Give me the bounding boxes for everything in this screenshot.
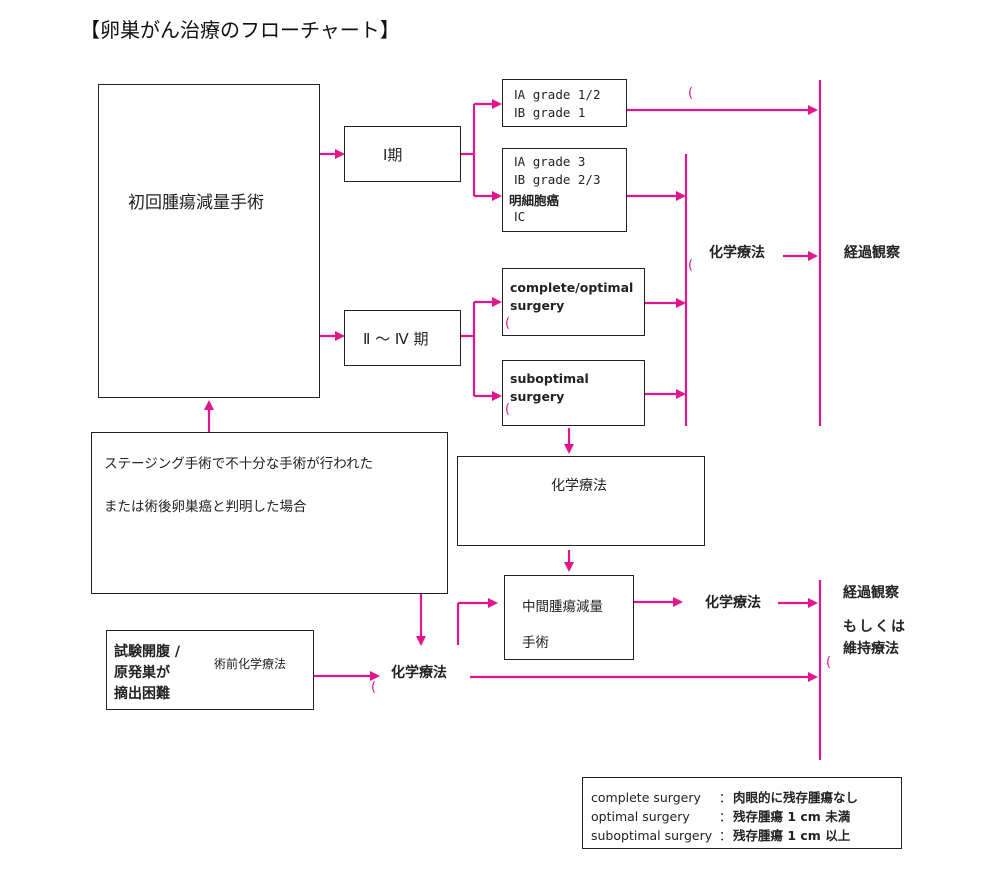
stage1-high-line2: ⅠB grade 2/3 <box>514 172 601 187</box>
suboptimal-line2: surgery <box>510 389 565 404</box>
legend-row: complete surgery ：肉眼的に残存腫瘍なし <box>591 787 858 806</box>
interval-surgery-line2: 手術 <box>522 635 549 651</box>
chemo-box-middle-label: 化学療法 <box>551 478 607 494</box>
stage2-4-box: Ⅱ ～ Ⅳ 期 <box>344 310 461 366</box>
laparotomy-line3: 摘出困難 <box>114 686 170 702</box>
chemo-box-middle: 化学療法 <box>457 456 705 546</box>
laparotomy-line1: 試験開腹 / <box>114 644 180 660</box>
suboptimal-line1: suboptimal <box>510 371 589 386</box>
chemo-label-lower: 化学療法 <box>705 595 761 611</box>
observation-label-upper: 経過観察 <box>844 245 900 261</box>
legend-sep: ： <box>719 790 732 805</box>
stage1-high-line3: 明細胞癌 <box>509 193 560 208</box>
maintenance-label: 維持療法 <box>843 641 899 657</box>
staging-note-box: ステージング手術で不十分な手術が行われた または術後卵巣癌と判明した場合 <box>91 432 448 594</box>
interval-surgery-line1: 中間腫瘍減量 <box>522 599 603 615</box>
paren-mark: ( <box>688 258 694 273</box>
initial-surgery-label: 初回腫瘍減量手術 <box>128 193 264 213</box>
paren-mark: ( <box>505 402 511 417</box>
chemo-label-upper: 化学療法 <box>709 245 765 261</box>
complete-optimal-line2: surgery <box>510 298 565 313</box>
or-label: もしくは <box>843 619 907 635</box>
suboptimal-box: suboptimal surgery <box>502 360 645 426</box>
stage1-high-line1: ⅠA grade 3 <box>514 154 586 169</box>
chemo-label-center: 化学療法 <box>391 665 447 681</box>
legend-term: complete surgery <box>591 790 701 805</box>
staging-note-line1: ステージング手術で不十分な手術が行われた <box>104 456 374 472</box>
paren-mark: ( <box>826 655 832 670</box>
stage1-low-line1: ⅠA grade 1/2 <box>514 87 601 102</box>
stage1-label: Ⅰ期 <box>383 146 403 164</box>
legend-desc: 残存腫瘍 1 cm 未満 <box>733 809 851 824</box>
legend-desc: 肉眼的に残存腫瘍なし <box>733 790 859 805</box>
staging-note-line2: または術後卵巣癌と判明した場合 <box>104 499 307 515</box>
legend-sep: ： <box>719 809 732 824</box>
stage1-high-risk-box: ⅠA grade 3 ⅠB grade 2/3 明細胞癌 ⅠC <box>502 148 627 232</box>
legend-sep: ： <box>719 828 732 843</box>
interval-surgery-box: 中間腫瘍減量 手術 <box>504 575 634 660</box>
laparotomy-box: 試験開腹 / 原発巣が 摘出困難 術前化学療法 <box>106 630 314 710</box>
stage1-low-line2: ⅠB grade 1 <box>514 105 586 120</box>
page-title: 【卵巣がん治療のフローチャート】 <box>80 18 400 42</box>
complete-optimal-line1: complete/optimal <box>510 280 634 295</box>
stage1-low-risk-box: ⅠA grade 1/2 ⅠB grade 1 <box>502 79 627 127</box>
complete-optimal-box: complete/optimal surgery <box>502 268 645 336</box>
legend-desc: 残存腫瘍 1 cm 以上 <box>733 828 851 843</box>
legend-term: optimal surgery <box>591 809 690 824</box>
initial-surgery-box: 初回腫瘍減量手術 <box>98 84 320 398</box>
legend-box: complete surgery：肉眼的に残存腫瘍なし optimal surg… <box>582 777 902 849</box>
paren-mark: ( <box>505 316 511 331</box>
stage1-high-line4: ⅠC <box>514 209 526 224</box>
observation-label-lower: 経過観察 <box>843 585 899 601</box>
paren-mark: ( <box>688 86 694 101</box>
legend-term: suboptimal surgery <box>591 828 713 843</box>
stage2-4-label: Ⅱ ～ Ⅳ 期 <box>363 330 429 348</box>
neoadjuvant-label: 術前化学療法 <box>214 657 287 671</box>
legend-row: optimal surgery ：残存腫瘍 1 cm 未満 <box>591 806 850 825</box>
legend-row: suboptimal surgery ：残存腫瘍 1 cm 以上 <box>591 825 850 844</box>
stage1-box: Ⅰ期 <box>344 126 461 182</box>
laparotomy-line2: 原発巣が <box>114 665 170 681</box>
paren-mark: ( <box>371 680 377 695</box>
